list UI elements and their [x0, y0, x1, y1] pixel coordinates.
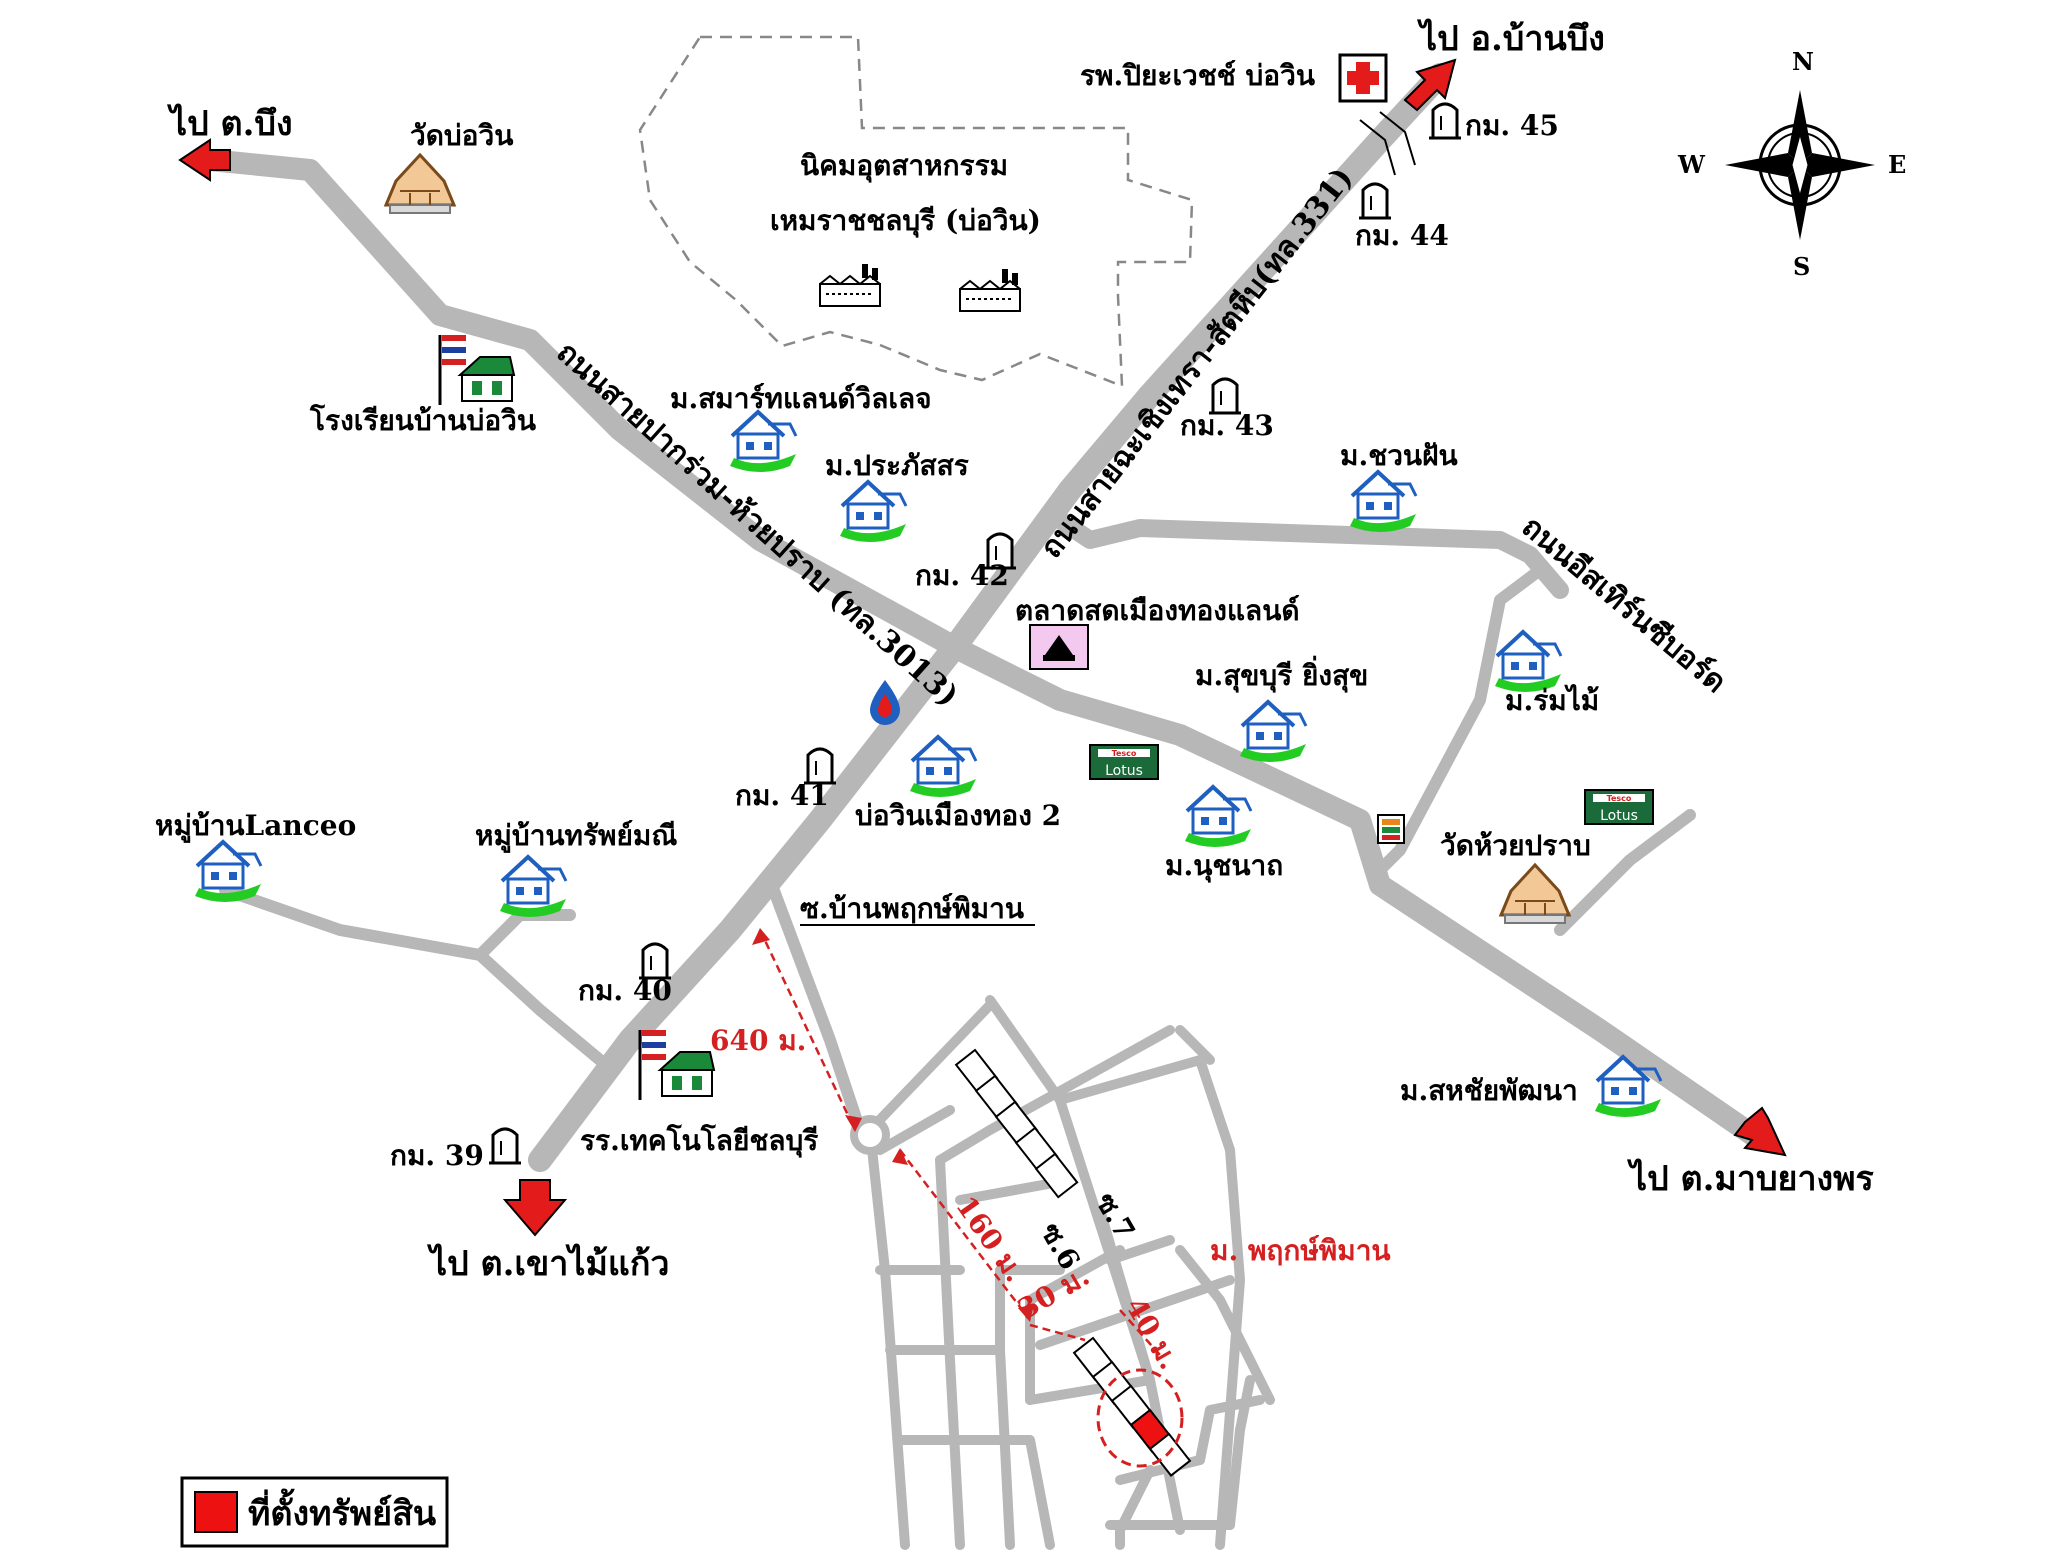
compass-icon: [1725, 90, 1875, 240]
km-post-icon: [1207, 377, 1243, 415]
label-nuchanart: ม.นุชนาถ: [1165, 849, 1283, 883]
label-soi-phruksa: ซ.บ้านพฤกษ์พิมาน: [800, 892, 1024, 925]
km-post-icon: [1357, 182, 1393, 220]
km-post-icon: [487, 1127, 523, 1165]
distance-lines: [758, 929, 1161, 1356]
industrial-boundary: [638, 35, 1194, 388]
label-sukburi: ม.สุขบุรี ยิ่งสุข: [1195, 655, 1368, 693]
km-post-icon: [802, 747, 838, 785]
temple-icon: [1499, 863, 1571, 925]
legend-label: ที่ตั้งทรัพย์สิน: [248, 1488, 436, 1534]
house-icon: [908, 735, 978, 799]
road-331: [528, 63, 1452, 1172]
roundabout: [850, 1115, 890, 1155]
compass-w: W: [1677, 150, 1706, 179]
label-to-banbueng: ไป อ.บ้านบึง: [1417, 18, 1605, 59]
compass-s: S: [1793, 252, 1810, 281]
direction-arrows: [178, 58, 1787, 1237]
label-romai: ม.ร่มไม้: [1505, 684, 1599, 717]
lotus-text: Lotus: [1600, 808, 1638, 824]
road-eastern: [1051, 511, 1569, 599]
label-soi-7: ซ.7: [1089, 1187, 1142, 1245]
label-lanceo: หมู่บ้านLanceo: [155, 809, 356, 843]
label-tech-school: รร.เทคโนโลยีชลบุรี: [580, 1123, 818, 1158]
school-icon: [438, 333, 516, 407]
factory-icon: [959, 268, 1021, 312]
market-icon: [1029, 624, 1089, 670]
label-wat-huaiprap: วัดห้วยปราบ: [1440, 829, 1591, 862]
house-icon: [498, 855, 568, 919]
km-marker-43: กม. 43: [1180, 409, 1274, 442]
lotus-store-icon: Tesco Lotus: [1089, 744, 1159, 780]
school-icon: [638, 1028, 716, 1102]
house-icon: [838, 480, 908, 544]
property-circle: [1096, 1368, 1184, 1468]
arrow-to-khaomaikaew: [502, 1179, 568, 1237]
legend-property-swatch: [194, 1491, 238, 1533]
lot-strip-upper: [954, 1048, 1079, 1199]
label-smartland: ม.สมาร์ทแลนด์วิลเลจ: [670, 382, 932, 415]
gas-station-icon: [870, 680, 900, 725]
label-to-bueng: ไป ต.บึง: [167, 103, 293, 144]
lotus-tesco-text: Tesco: [1112, 749, 1137, 758]
label-bowin-muangthong: บ่อวินเมืองทอง 2: [855, 799, 1061, 832]
label-chuanfan: ม.ชวนฝัน: [1340, 439, 1458, 472]
house-icon: [728, 410, 798, 474]
lotus-store-icon: Tesco Lotus: [1584, 789, 1654, 825]
label-hospital: รพ.ปิยะเวชช์ บ่อวิน: [1080, 59, 1315, 92]
distance-640: 640 ม.: [710, 1024, 806, 1057]
km-marker-39: กม. 39: [390, 1139, 484, 1172]
road-eastern-label: ถนนอีสเทิร์นซีบอร์ด: [1515, 509, 1733, 700]
factory-icon: [819, 263, 881, 307]
distance-arrowheads: [752, 928, 1034, 1322]
label-sapmanee: หมู่บ้านทรัพย์มณี: [475, 819, 677, 853]
arrow-to-banbueng: [1403, 58, 1457, 112]
bridge-icon: [1359, 111, 1416, 176]
label-industrial-1: นิคมอุตสาหกรรม: [800, 149, 1008, 183]
label-market: ตลาดสดเมืองทองแลนด์: [1015, 594, 1300, 627]
temple-icon: [384, 153, 456, 215]
label-to-mabyangphon: ไป ต.มาบยางพร: [1627, 1158, 1875, 1199]
house-icon: [1238, 700, 1308, 764]
label-sahachai: ม.สหชัยพัฒนา: [1400, 1074, 1578, 1107]
label-school-bowin: โรงเรียนบ้านบ่อวิน: [309, 403, 536, 437]
label-industrial-2: เหมราชชลบุรี (บ่อวิน): [770, 204, 1041, 238]
hospital-icon: [1338, 53, 1388, 103]
road-331-label: ถนนสายฉะเชิงเทรา-สัตหีบ(ทล.331): [1034, 161, 1360, 565]
lotus-text: Lotus: [1105, 763, 1143, 779]
compass-n: N: [1792, 47, 1814, 76]
label-prapasorn: ม.ประภัสสร: [825, 449, 969, 482]
legend: ที่ตั้งทรัพย์สิน: [180, 1476, 449, 1548]
km-marker-45: กม. 45: [1465, 109, 1559, 142]
km-post-icon: [637, 942, 673, 980]
km-post-icon: [1427, 102, 1463, 140]
house-icon: [1493, 630, 1563, 694]
arrow-to-bueng: [178, 138, 231, 182]
km-marker-42: กม. 42: [915, 559, 1009, 592]
convenience-store-icon: [1377, 814, 1405, 844]
compass-e: E: [1888, 150, 1906, 179]
distance-40: 40 ม.: [1119, 1292, 1186, 1375]
lotus-tesco-text: Tesco: [1607, 794, 1632, 803]
km-marker-44: กม. 44: [1355, 219, 1449, 252]
arrow-to-mabyangphon: [1733, 1106, 1787, 1157]
house-icon: [193, 840, 263, 904]
km-marker-40: กม. 40: [578, 974, 672, 1007]
label-to-khaomaikaew: ไป ต.เขาไม้แก้ว: [427, 1243, 670, 1284]
lot-strip-lower: [1072, 1336, 1192, 1477]
house-icon: [1183, 785, 1253, 849]
label-wat-bowin: วัดบ่อวิน: [410, 119, 513, 152]
label-phruksa-village: ม. พฤกษ์พิมาน: [1210, 1234, 1391, 1267]
km-marker-41: กม. 41: [735, 779, 829, 812]
house-icon: [1348, 470, 1418, 534]
